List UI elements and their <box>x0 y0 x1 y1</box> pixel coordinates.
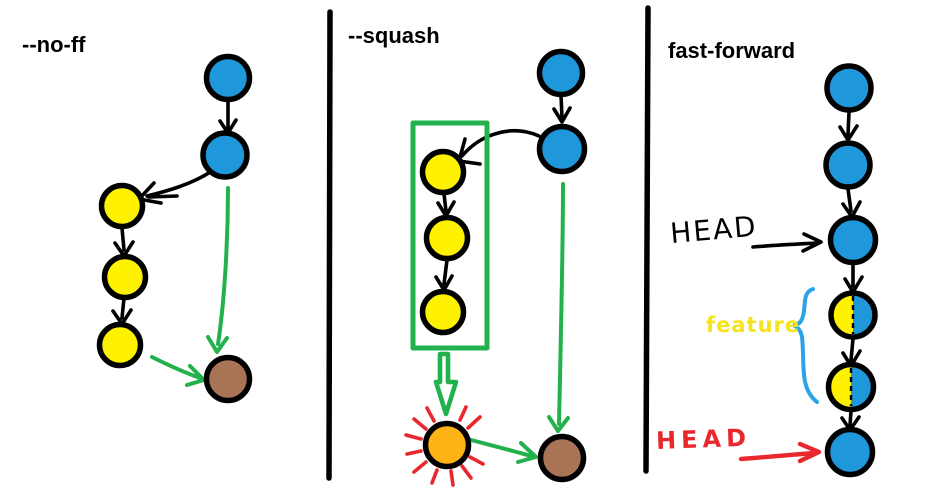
commit-node-feature <box>98 182 146 230</box>
arrow-down-icon <box>434 258 454 292</box>
panel-title-squash: --squash <box>348 23 440 48</box>
panel-title-no-ff: --no-ff <box>22 32 86 57</box>
commit-node-feature <box>96 321 144 369</box>
arrow-down-icon <box>843 262 864 294</box>
commit-node-main <box>200 130 250 180</box>
commit-node-feature <box>419 288 467 336</box>
squash-green-marks <box>410 120 570 464</box>
feature-brace-icon <box>792 287 819 404</box>
commit-node-head <box>827 214 879 266</box>
feature-label: feature <box>706 313 800 337</box>
commit-node-feature <box>423 214 471 262</box>
merge-commit-node <box>203 354 253 404</box>
commit-node-merged-feature <box>828 290 878 340</box>
green-merge-arrow-icon <box>469 438 538 464</box>
node-ring <box>828 290 878 340</box>
squash-block-arrow-icon <box>433 351 459 417</box>
commit-node-feature <box>419 148 467 196</box>
head-red-arrow-icon <box>738 441 822 464</box>
arrow-down-icon <box>841 187 862 219</box>
no-ff-merge-arrows <box>150 186 230 387</box>
burst-stroke <box>405 449 423 456</box>
burst-stroke <box>460 464 473 480</box>
panel-fast-forward: fast-forward HEAD feature HEAD <box>656 38 879 478</box>
burst-stroke <box>412 460 428 474</box>
burst-stroke <box>404 433 423 441</box>
green-merge-arrow-icon <box>150 355 206 387</box>
panel-title-fast-forward: fast-forward <box>668 38 795 63</box>
panel-divider <box>643 5 651 474</box>
squash-selection-box <box>410 120 490 351</box>
burst-stroke <box>412 417 428 431</box>
arrow-down-icon <box>218 99 238 135</box>
commit-node-main <box>824 63 874 113</box>
arrow-down-icon <box>838 110 859 142</box>
commit-node-head-after <box>824 426 876 478</box>
arrow-down-icon <box>436 192 456 218</box>
arrow-down-icon <box>111 296 133 326</box>
commit-node-feature <box>101 253 149 301</box>
commit-node-main <box>823 140 873 190</box>
commit-node-main <box>536 48 586 98</box>
squash-burst <box>404 405 485 487</box>
head-red-label: HEAD <box>656 424 752 455</box>
panel-no-ff: --no-ff <box>22 32 253 404</box>
node-ring <box>825 361 877 413</box>
commit-node-main <box>203 53 253 103</box>
panel-divider <box>326 9 333 481</box>
burst-stroke <box>430 468 439 485</box>
commit-node-main <box>536 123 588 175</box>
burst-stroke <box>425 406 436 423</box>
head-label: HEAD <box>669 210 759 250</box>
burst-stroke <box>468 455 485 466</box>
green-merge-arrow-icon <box>206 186 230 354</box>
fast-forward-commit-arrows <box>751 110 864 432</box>
commit-node-merged-feature <box>825 361 877 413</box>
burst-stroke <box>449 469 455 487</box>
arrow-down-icon <box>552 94 572 124</box>
squashed-commit-node <box>422 420 472 470</box>
arrow-branch-icon <box>137 169 214 205</box>
head-pointer-arrow-icon <box>751 232 823 253</box>
arrow-branch-icon <box>457 128 541 166</box>
merge-commit-node <box>537 433 587 483</box>
burst-stroke <box>458 405 468 422</box>
arrow-down-icon <box>113 226 135 258</box>
burst-stroke <box>466 415 482 430</box>
green-merge-arrow-icon <box>547 182 570 433</box>
panel-squash: --squash <box>348 23 588 487</box>
